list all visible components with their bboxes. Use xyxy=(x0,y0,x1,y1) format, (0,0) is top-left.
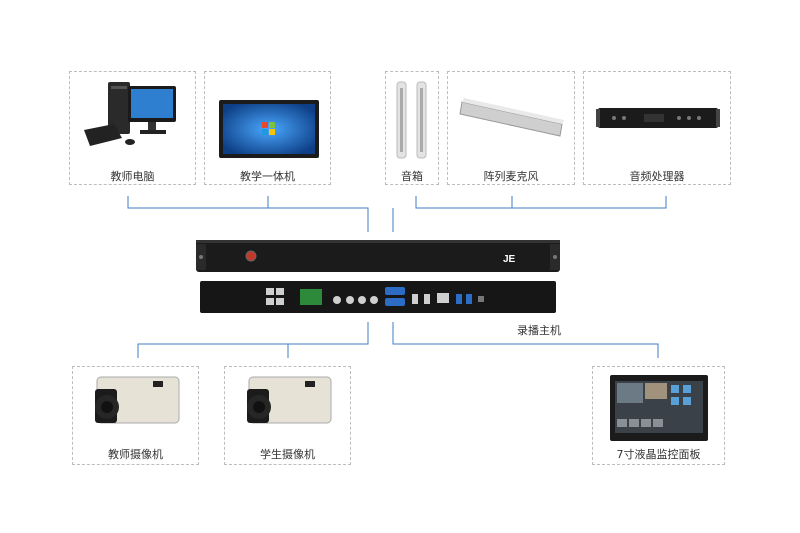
lcd-panel-box: 7寸液晶监控面板 xyxy=(592,366,725,465)
array-mic-box: 阵列麦克风 xyxy=(447,71,575,185)
all-in-one-label: 教学一体机 xyxy=(240,170,295,183)
lcd-panel-icon xyxy=(610,375,708,441)
audio-processor-icon xyxy=(596,108,720,128)
host-logo: JE xyxy=(503,254,516,265)
monitor-icon xyxy=(219,100,319,158)
line-left-top xyxy=(127,196,369,232)
line-cameras xyxy=(137,322,369,358)
teacher-camera-box: 教师摄像机 xyxy=(72,366,199,465)
power-button-icon xyxy=(245,250,257,262)
line-panel xyxy=(392,322,659,358)
computer-icon xyxy=(84,82,176,146)
camera-icon xyxy=(247,376,332,424)
student-camera-box: 学生摄像机 xyxy=(224,366,351,465)
camera-icon xyxy=(95,376,180,424)
host-front-panel: JE xyxy=(196,240,560,272)
lcd-panel-label: 7寸液晶监控面板 xyxy=(616,448,701,461)
array-mic-icon xyxy=(459,98,564,137)
student-camera-label: 学生摄像机 xyxy=(260,448,315,461)
speaker-label: 音箱 xyxy=(401,170,423,183)
audio-processor-label: 音频处理器 xyxy=(629,170,685,183)
teacher-pc-label: 教师电脑 xyxy=(110,170,155,183)
speaker-icon xyxy=(396,81,427,159)
speaker-box: 音箱 xyxy=(385,71,439,185)
array-mic-label: 阵列麦克风 xyxy=(483,170,539,183)
teacher-pc-box: 教师电脑 xyxy=(69,71,196,185)
host-label: 录播主机 xyxy=(517,324,561,337)
host-back-panel xyxy=(200,281,556,313)
all-in-one-box: 教学一体机 xyxy=(204,71,331,185)
audio-processor-box: 音频处理器 xyxy=(583,71,731,185)
teacher-camera-label: 教师摄像机 xyxy=(108,448,163,461)
line-right-top xyxy=(415,196,667,209)
